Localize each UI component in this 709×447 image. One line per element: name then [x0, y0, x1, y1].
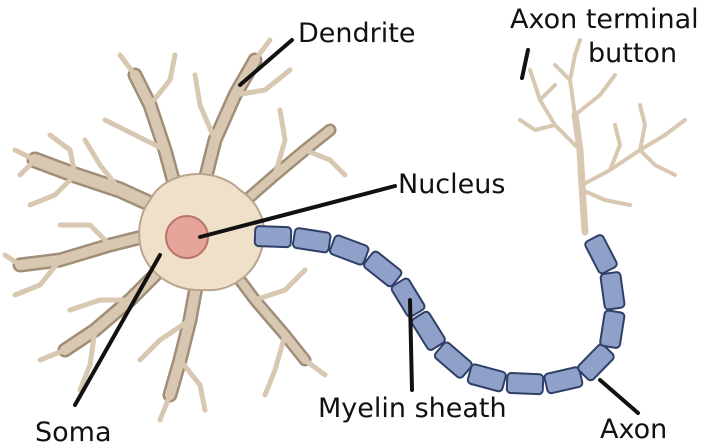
label-axon-terminal: Axon terminal — [510, 4, 699, 35]
myelin-segment — [362, 250, 403, 288]
myelin-segment — [584, 234, 618, 275]
label-axon-terminal-button: button — [588, 38, 677, 69]
label-nucleus: Nucleus — [398, 169, 505, 200]
myelin-segment — [507, 373, 544, 394]
myelin-segment — [329, 234, 370, 265]
myelin-segment — [390, 277, 426, 318]
label-axon: Axon — [600, 414, 667, 445]
myelin-segment — [292, 228, 331, 253]
label-myelin-sheath: Myelin sheath — [318, 393, 507, 424]
myelin-sheath-segments — [255, 226, 625, 394]
myelin-segment — [255, 226, 292, 247]
myelin-segment — [576, 343, 615, 382]
myelin-segment — [467, 364, 507, 393]
label-dendrite: Dendrite — [298, 18, 415, 49]
myelin-segment — [433, 341, 473, 379]
myelin-segment — [544, 367, 583, 394]
myelin-segment — [410, 310, 446, 351]
label-soma: Soma — [35, 417, 112, 447]
myelin-segment — [600, 272, 625, 310]
myelin-segment — [600, 310, 625, 348]
